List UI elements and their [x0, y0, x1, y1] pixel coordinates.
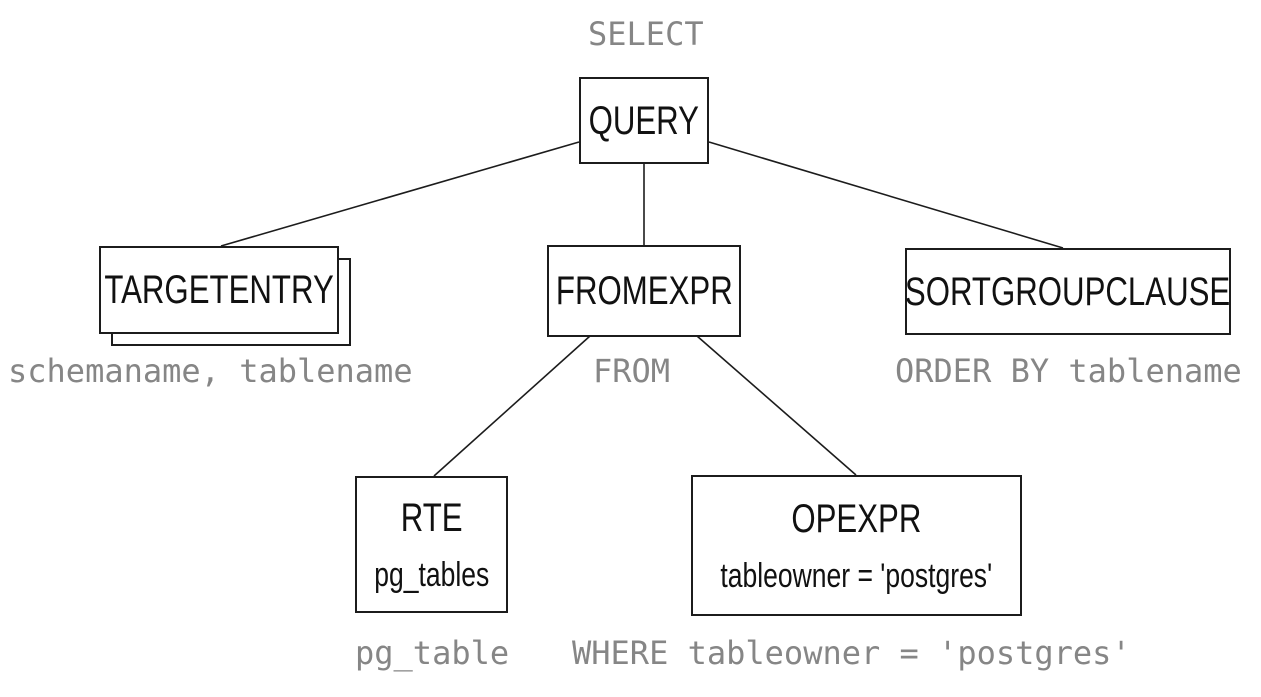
- caption-opexpr: WHERE tableowner = 'postgres': [572, 634, 1131, 672]
- node-opexpr-label: OPEXPR: [791, 496, 922, 541]
- edge-fromexpr-rte: [433, 335, 591, 477]
- node-targetentry: TARGETENTRY: [99, 246, 339, 334]
- node-opexpr: OPEXPR tableowner = 'postgres': [691, 475, 1022, 616]
- caption-rte: pg_table: [355, 634, 510, 672]
- edge-query-sortgroupclause: [708, 141, 1064, 249]
- node-targetentry-label: TARGETENTRY: [104, 268, 334, 312]
- caption-sortgroupclause: ORDER BY tablename: [895, 352, 1242, 390]
- node-query: QUERY: [579, 77, 709, 164]
- node-sortgroupclause: SORTGROUPCLAUSE: [905, 248, 1231, 335]
- node-sortgroupclause-label: SORTGROUPCLAUSE: [905, 269, 1231, 314]
- node-opexpr-sublabel: tableowner = 'postgres': [720, 556, 993, 595]
- caption-select: SELECT: [588, 15, 704, 53]
- node-query-label: QUERY: [588, 98, 700, 143]
- node-rte: RTE pg_tables: [355, 476, 508, 613]
- caption-fromexpr: FROM: [593, 352, 671, 390]
- node-fromexpr: FROMEXPR: [547, 245, 741, 337]
- edge-fromexpr-opexpr: [696, 335, 857, 476]
- node-rte-label: RTE: [400, 495, 463, 540]
- edge-query-targetentry: [220, 141, 580, 247]
- node-fromexpr-label: FROMEXPR: [555, 269, 733, 313]
- caption-targetentry: schemaname, tablename: [8, 352, 413, 390]
- node-rte-sublabel: pg_tables: [373, 555, 490, 594]
